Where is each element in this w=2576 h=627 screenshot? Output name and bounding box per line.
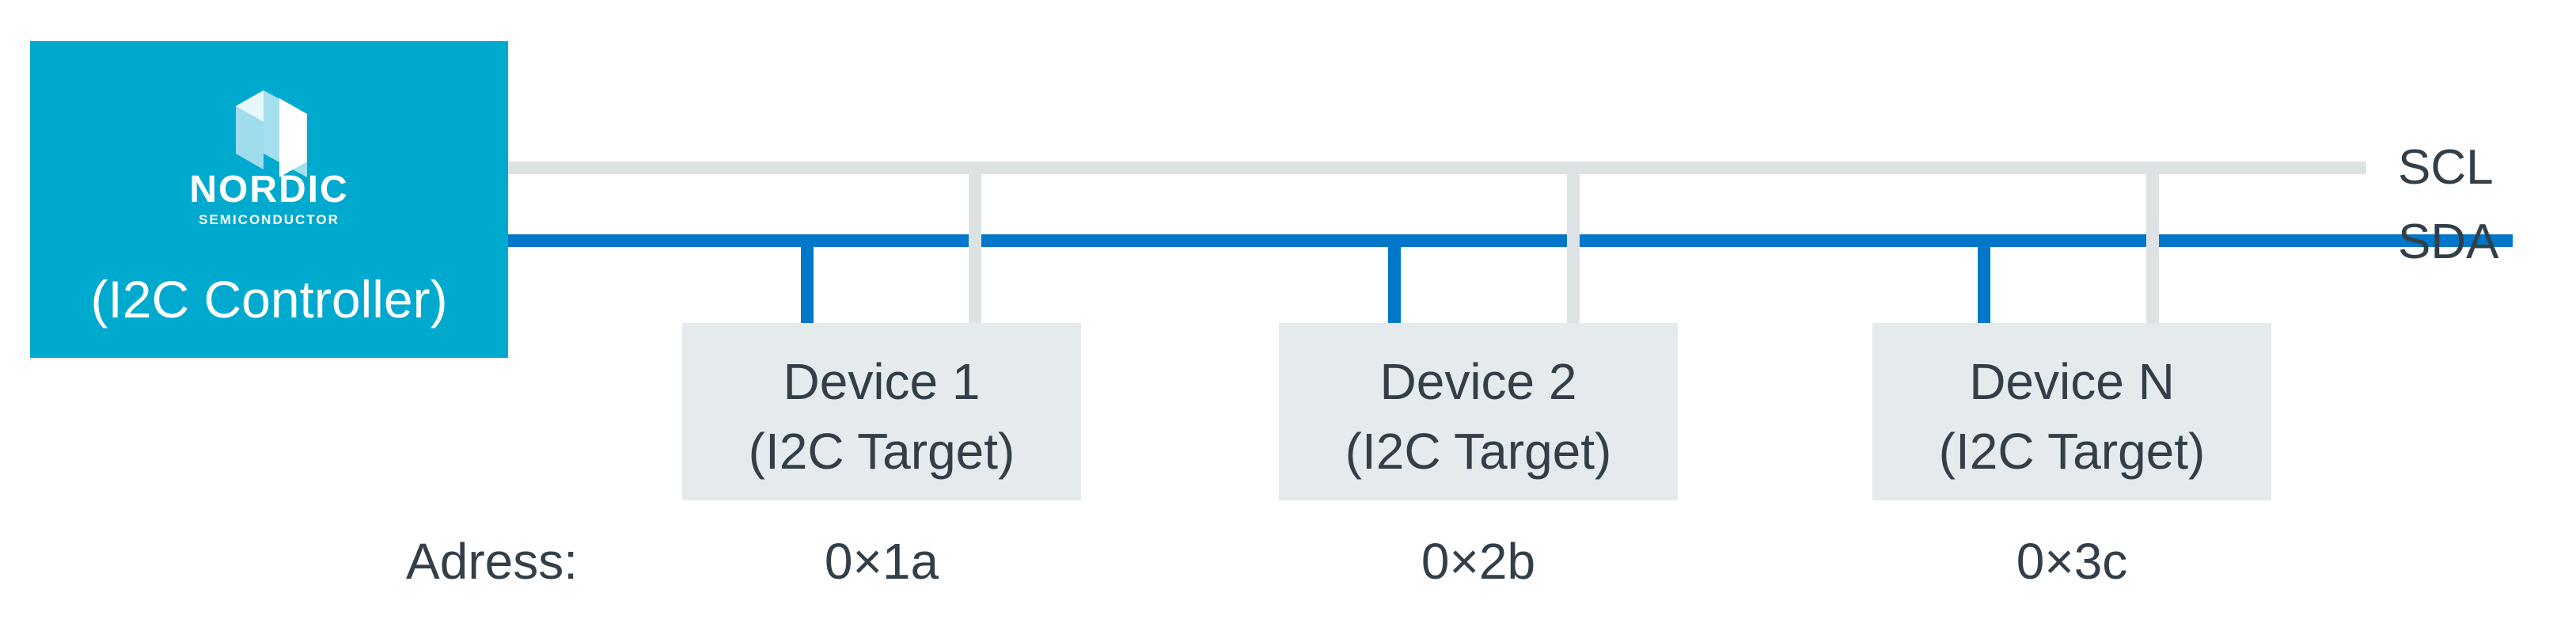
controller-block: NORDIC SEMICONDUCTOR (I2C Controller) xyxy=(30,41,508,358)
sda-label: SDA xyxy=(2398,215,2499,269)
device-2-box: Device 2 (I2C Target) xyxy=(1279,323,1678,500)
device-1-role: (I2C Target) xyxy=(748,423,1015,480)
brand-name: NORDIC xyxy=(189,169,349,211)
nordic-logo-icon xyxy=(236,90,307,177)
controller-label: (I2C Controller) xyxy=(90,270,448,329)
device-1-box: Device 1 (I2C Target) xyxy=(682,323,1081,500)
device-1-address: 0×1a xyxy=(824,533,939,590)
device-2-address: 0×2b xyxy=(1421,533,1536,590)
device-2-name: Device 2 xyxy=(1379,353,1577,410)
brand-subtitle: SEMICONDUCTOR xyxy=(199,212,340,227)
address-label: Adress: xyxy=(406,533,578,590)
device-n-name: Device N xyxy=(1969,353,2175,410)
device-1-name: Device 1 xyxy=(783,353,981,410)
scl-label: SCL xyxy=(2398,140,2494,195)
device-n-role: (I2C Target) xyxy=(1938,423,2206,480)
device-2-role: (I2C Target) xyxy=(1345,423,1612,480)
device-n-address: 0×3c xyxy=(2016,533,2128,590)
device-n-box: Device N (I2C Target) xyxy=(1872,323,2271,500)
